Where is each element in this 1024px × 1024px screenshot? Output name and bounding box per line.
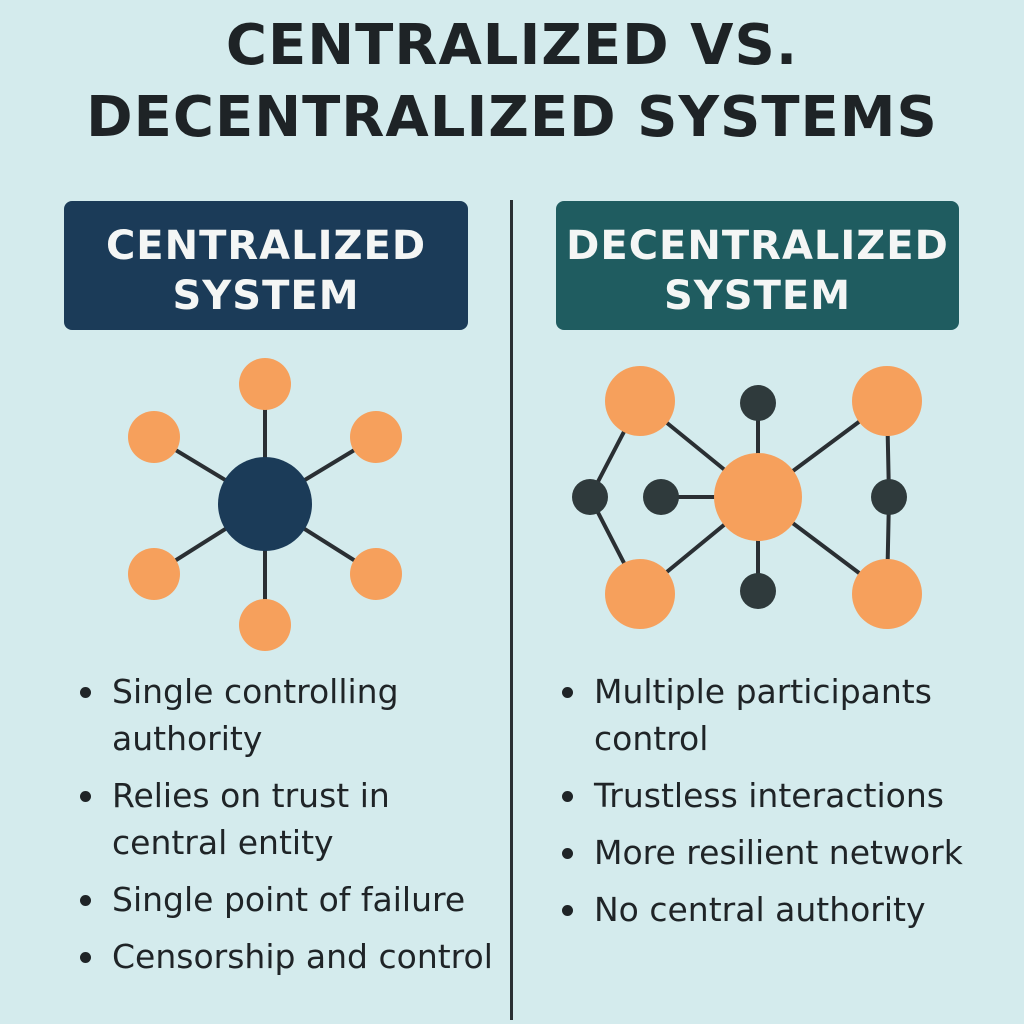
centralized-edge — [152, 435, 267, 506]
list-item: Single controlling authority — [80, 668, 500, 762]
central-hub-node — [218, 457, 312, 551]
centralized-header: CENTRALIZED SYSTEM — [64, 201, 468, 330]
decentralized-peer-node — [605, 559, 675, 629]
decentralized-peer-node — [605, 366, 675, 436]
decentralized-relay-node — [643, 479, 679, 515]
centralized-peer-node — [239, 358, 291, 410]
decentralized-features-list: Multiple participants control Trustless … — [562, 668, 1022, 943]
decentralized-network-diagram — [572, 366, 922, 629]
centralized-peer-node — [350, 411, 402, 463]
list-item: No central authority — [562, 886, 1022, 933]
decentralized-edge — [588, 399, 642, 499]
column-divider — [510, 200, 513, 1020]
decentralized-header-line-1: DECENTRALIZED — [566, 223, 949, 269]
decentralized-edge — [756, 495, 889, 596]
centralized-peer-node — [350, 548, 402, 600]
centralized-header-line-2: SYSTEM — [172, 273, 360, 319]
decentralized-edge — [588, 495, 642, 596]
decentralized-relay-node — [740, 385, 776, 421]
centralized-peer-node — [128, 411, 180, 463]
decentralized-relay-node — [572, 479, 608, 515]
page-title-line-2: DECENTRALIZED SYSTEMS — [86, 85, 938, 150]
decentralized-peer-node — [852, 559, 922, 629]
list-item: Single point of failure — [80, 876, 500, 923]
decentralized-relay-node — [871, 479, 907, 515]
list-item: Censorship and control — [80, 933, 500, 980]
decentralized-peer-node — [852, 366, 922, 436]
centralized-peer-node — [239, 599, 291, 651]
centralized-header-line-1: CENTRALIZED — [105, 223, 427, 269]
centralized-features-list: Single controlling authority Relies on t… — [80, 668, 500, 990]
decentralized-hub-node — [714, 453, 802, 541]
centralized-edge — [263, 435, 378, 506]
list-item: Relies on trust in central entity — [80, 772, 500, 866]
decentralized-edge — [756, 399, 889, 499]
list-item: Multiple participants control — [562, 668, 1022, 762]
decentralized-edge — [638, 495, 760, 596]
decentralized-header-line-2: SYSTEM — [664, 273, 851, 319]
decentralized-edge — [638, 399, 760, 499]
centralized-peer-node — [128, 548, 180, 600]
list-item: More resilient network — [562, 829, 1022, 876]
list-item: Trustless interactions — [562, 772, 1022, 819]
page-title-line-1: CENTRALIZED VS. — [225, 13, 799, 78]
decentralized-header: DECENTRALIZED SYSTEM — [556, 201, 959, 330]
centralized-edge — [263, 502, 378, 576]
decentralized-relay-node — [740, 573, 776, 609]
centralized-network-diagram — [128, 358, 402, 651]
decentralized-edge — [885, 495, 891, 596]
centralized-edge — [152, 502, 267, 576]
decentralized-edge — [885, 399, 891, 499]
